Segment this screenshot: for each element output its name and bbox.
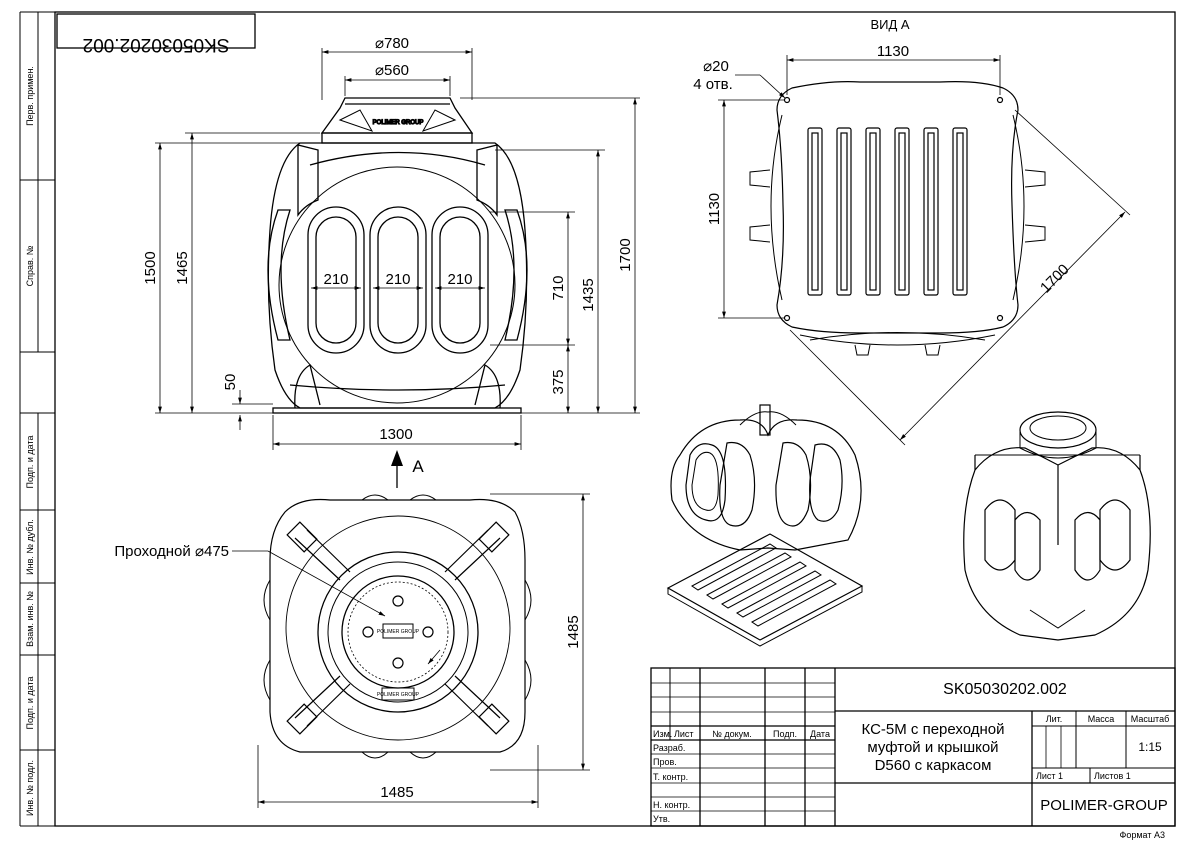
front-dimensions <box>155 48 640 450</box>
dim-h50: 50 <box>222 374 239 391</box>
dim-w1300: 1300 <box>379 426 412 443</box>
dim-w1130: 1130 <box>877 43 909 60</box>
drawing-frame <box>19 11 1176 827</box>
col-izm: Изм. <box>653 729 672 739</box>
dim-h1700: 1700 <box>617 238 634 271</box>
row-prov: Пров. <box>653 757 677 767</box>
scale-label: Масштаб <box>1131 714 1170 724</box>
row-nkontr: Н. контр. <box>653 800 690 810</box>
view-a-title: ВИД А <box>870 17 909 32</box>
format-label: Формат А3 <box>1120 830 1165 840</box>
title-name-2: муфтой и крышкой <box>867 739 998 756</box>
iso-view-left <box>666 404 864 647</box>
dim-diag1700: 1700 <box>1037 261 1073 297</box>
sheets-label: Листов 1 <box>1094 771 1131 781</box>
dim-holes: 4 отв. <box>693 76 733 93</box>
row-utv: Утв. <box>653 814 670 824</box>
top-dimensions <box>232 493 590 808</box>
sheet-label: Лист 1 <box>1036 771 1063 781</box>
scale-value: 1:15 <box>1138 740 1162 754</box>
dim-d780: ⌀780 <box>375 35 409 52</box>
top-view: POLIMER GROUP POLIMER GROUP <box>263 494 532 759</box>
dim-h1500: 1500 <box>142 251 159 284</box>
dim-d560: ⌀560 <box>375 62 409 79</box>
cover-logo: POLIMER GROUP <box>377 629 420 635</box>
top-dim-labels: 1485 1485 Проходной ⌀475 <box>114 543 582 801</box>
side-label-6: Подп. и дата <box>25 676 35 729</box>
col-sign: Подп. <box>773 729 797 739</box>
side-label-3: Подп. и дата <box>25 435 35 488</box>
dim-h1485: 1485 <box>565 615 582 648</box>
title-block <box>650 667 1176 827</box>
frame-logo: POLIMER GROUP <box>377 692 420 698</box>
mirrored-code-text: SK05030202.002 <box>83 34 230 55</box>
company-name: POLIMER-GROUP <box>1040 797 1168 814</box>
dim-h1465: 1465 <box>174 251 191 284</box>
dim-passage: Проходной ⌀475 <box>114 543 229 560</box>
title-name-1: КС-5М с переходной <box>862 721 1005 738</box>
dim-h375: 375 <box>550 369 567 394</box>
arrow-letter: А <box>412 457 424 476</box>
front-dim-labels: ⌀780 ⌀560 1500 1465 1700 1435 710 375 50… <box>142 35 634 443</box>
iso-view-right <box>963 411 1151 641</box>
lit-label: Лит. <box>1046 714 1063 724</box>
title-code: SK05030202.002 <box>943 681 1067 698</box>
mirrored-code-stamp: SK05030202.002 <box>56 13 256 55</box>
col-date: Дата <box>810 729 830 739</box>
front-view: POLIMER GROUP <box>267 97 528 414</box>
row-razrab: Разраб. <box>653 743 685 753</box>
dim-w210-2: 210 <box>385 271 410 288</box>
view-a <box>749 81 1046 356</box>
side-strip: Перв. примен. Справ. № Подп. и дата Инв.… <box>25 66 35 816</box>
title-block-text: SK05030202.002 КС-5М с переходной муфтой… <box>653 681 1169 840</box>
dim-w210-1: 210 <box>323 271 348 288</box>
dim-h710: 710 <box>550 275 567 300</box>
view-arrow-a: А <box>391 450 424 488</box>
side-label-2: Справ. № <box>25 245 35 286</box>
dim-h1130: 1130 <box>706 193 723 225</box>
dim-w210-3: 210 <box>447 271 472 288</box>
view-a-dim-labels: 1130 1130 ⌀20 4 отв. 1700 <box>693 43 1072 297</box>
row-tkontr: Т. контр. <box>653 772 688 782</box>
col-list: Лист <box>674 729 694 739</box>
mass-label: Масса <box>1088 714 1115 724</box>
dim-d20: ⌀20 <box>703 58 729 75</box>
neck-logo: POLIMER GROUP <box>373 120 424 126</box>
side-label-1: Перв. примен. <box>25 66 35 126</box>
side-label-7: Инв. № подл. <box>25 760 35 816</box>
view-a-dimensions <box>718 55 1131 446</box>
side-label-5: Взам. инв. № <box>25 591 35 647</box>
side-label-4: Инв. № дубл. <box>25 519 35 575</box>
dim-w1485: 1485 <box>380 784 413 801</box>
title-name-3: D560 с каркасом <box>875 757 992 774</box>
dim-h1435: 1435 <box>580 278 597 311</box>
col-doc: № докум. <box>712 729 752 739</box>
